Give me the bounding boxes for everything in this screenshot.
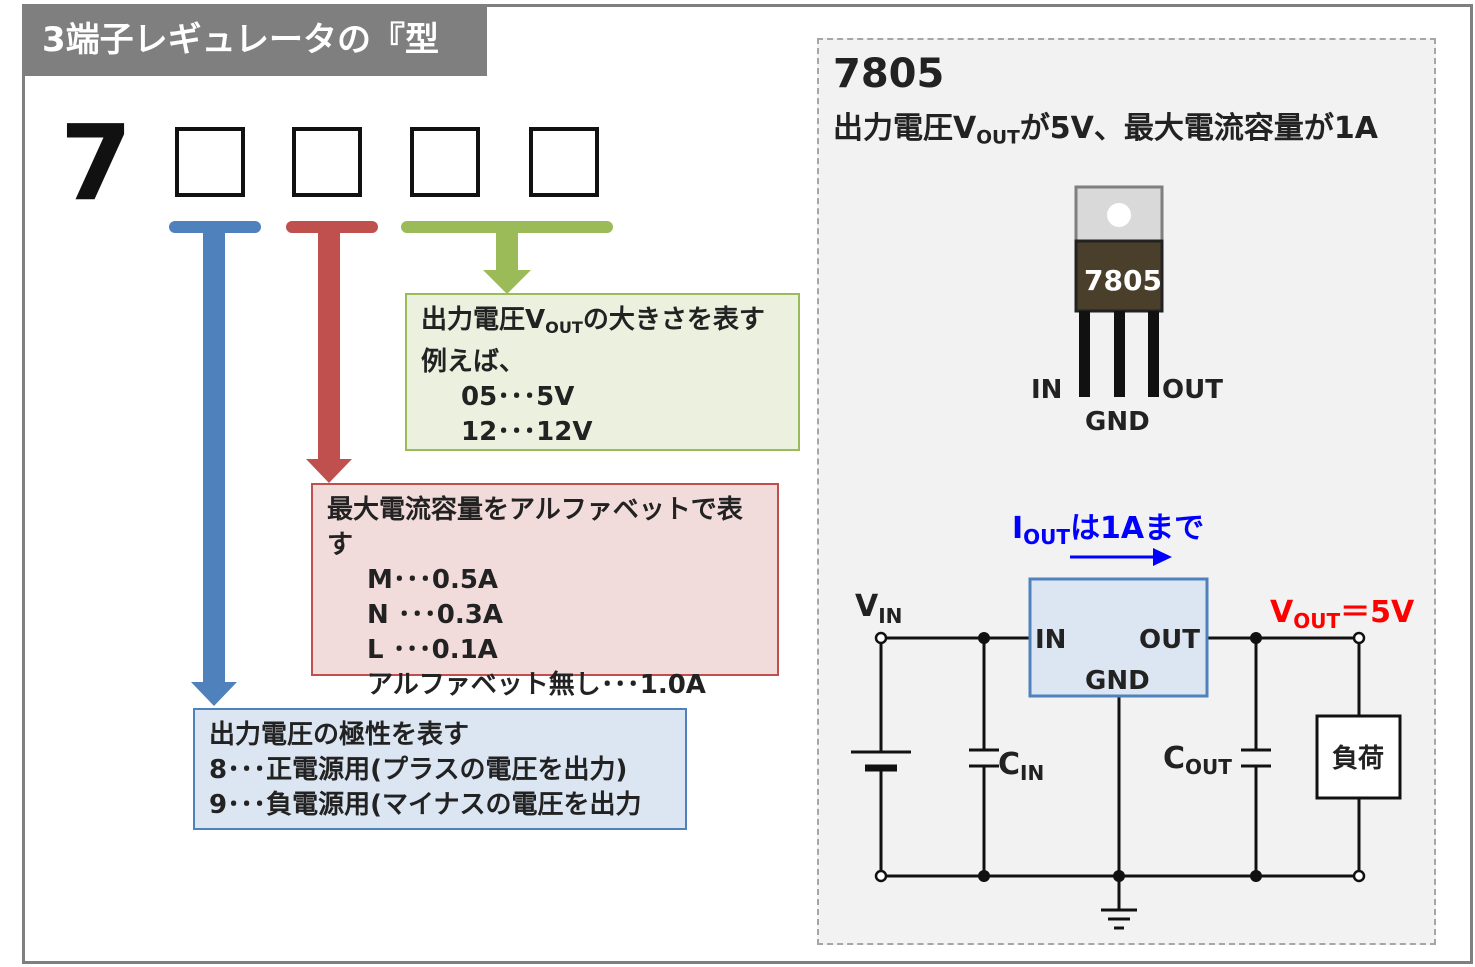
placeholder-box-2 <box>292 127 362 197</box>
blue-arrow-shaft <box>203 227 225 684</box>
placeholder-box-3 <box>410 127 480 197</box>
package-body <box>1074 239 1164 313</box>
pin-in-lead <box>1079 311 1090 397</box>
outer-frame <box>22 4 1473 964</box>
junction-dot <box>1113 870 1125 882</box>
junction-dot <box>1250 870 1262 882</box>
vout-label: VOUT＝5V <box>1270 595 1415 633</box>
pin-in-label: IN <box>1031 375 1062 405</box>
green-arrow-head <box>483 270 531 294</box>
pin-gnd-label: GND <box>1085 407 1150 437</box>
polarity-item: 9･･･負電源用(マイナスの電圧を出力 <box>209 790 642 820</box>
red-arrow-shaft <box>318 227 340 461</box>
pin-gnd-lead <box>1114 311 1125 397</box>
example-description: 出力電圧VOUTが5V、最大電流容量が1A <box>833 111 1378 149</box>
placeholder-box-4 <box>529 127 599 197</box>
iout-label: IOUTは1Aまで <box>1012 511 1204 549</box>
voltage-item: 12･･･12V <box>461 416 593 447</box>
current-callout-heading: 最大電流容量をアルファベットで表す <box>327 495 743 560</box>
current-callout: 最大電流容量をアルファベットで表す M･･･0.5A N ･･･0.3A L ･… <box>311 483 779 700</box>
pin-out-lead <box>1148 311 1159 397</box>
package-marking: 7805 <box>1084 264 1162 297</box>
junction-dot <box>978 632 990 644</box>
voltage-callout-heading: 出力電圧VOUTの大きさを表す <box>421 305 765 337</box>
load-label: 負荷 <box>1332 744 1384 774</box>
polarity-item: 8･･･正電源用(プラスの電圧を出力) <box>209 755 628 785</box>
current-item: アルファベット無し･･･1.0A <box>367 670 706 700</box>
page-title: 3端子レギュレータの『型番』 <box>22 4 487 132</box>
load-block <box>1315 714 1402 800</box>
ic-out-label: OUT <box>1139 625 1200 655</box>
vin-terminal <box>874 631 888 645</box>
ground-terminal-right <box>1352 869 1366 883</box>
voltage-callout-example: 例えば、 <box>421 346 526 377</box>
example-part-number: 7805 <box>833 51 945 97</box>
current-item: N ･･･0.3A <box>367 600 503 630</box>
cin-label: CIN <box>998 747 1044 785</box>
junction-dot <box>978 870 990 882</box>
green-arrow-shaft <box>496 227 518 272</box>
voltage-callout: 出力電圧VOUTの大きさを表す 例えば、 05･･･5V 12･･･12V <box>405 293 800 451</box>
red-arrow-head <box>306 459 352 483</box>
vout-terminal <box>1352 631 1366 645</box>
ic-gnd-label: GND <box>1085 666 1150 696</box>
regulator-ic-block <box>1028 577 1209 698</box>
vin-label: VIN <box>855 589 902 628</box>
placeholder-box-1 <box>175 127 245 197</box>
blue-arrow-head <box>191 682 237 706</box>
polarity-callout: 出力電圧の極性を表す 8･･･正電源用(プラスの電圧を出力) 9･･･負電源用(… <box>193 708 687 830</box>
model-prefix-digit: 7 <box>60 102 133 224</box>
polarity-callout-heading: 出力電圧の極性を表す <box>209 720 470 750</box>
voltage-item: 05･･･5V <box>461 381 575 412</box>
junction-dot <box>1250 632 1262 644</box>
cout-label: COUT <box>1163 741 1232 779</box>
circuit-wires <box>879 636 1361 910</box>
pin-out-label: OUT <box>1162 375 1223 405</box>
ground-terminal-left <box>874 869 888 883</box>
iout-arrow-head <box>1153 548 1172 566</box>
current-item: M･･･0.5A <box>367 565 499 595</box>
ic-in-label: IN <box>1035 625 1066 655</box>
current-item: L ･･･0.1A <box>367 635 498 665</box>
package-mounting-hole <box>1107 203 1131 227</box>
